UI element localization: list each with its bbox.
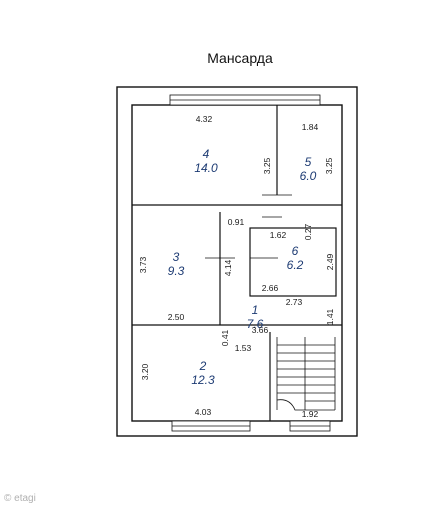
window-bottom-right bbox=[289, 420, 331, 432]
dim-2-73: 2.73 bbox=[286, 297, 303, 307]
room-6-area: 6.2 bbox=[287, 258, 304, 272]
dim-0-91: 0.91 bbox=[228, 217, 245, 227]
dim-stairs-width: 1.92 bbox=[302, 409, 319, 419]
room-2-area: 12.3 bbox=[191, 373, 215, 387]
dim-0-41: 0.41 bbox=[220, 329, 230, 346]
room-5-number: 5 bbox=[305, 155, 312, 169]
outer-wall-outline bbox=[116, 86, 358, 437]
dim-0-27: 0.27 bbox=[303, 223, 313, 240]
room-1-area: 7.6 bbox=[247, 317, 264, 331]
dim-room6-top: 1.62 bbox=[270, 230, 287, 240]
dim-room5-width: 1.84 bbox=[302, 122, 319, 132]
interior-walls bbox=[132, 105, 342, 421]
dim-room2-height: 3.20 bbox=[140, 363, 150, 380]
dimension-labels: 4.32 1.84 3.25 3.25 0.91 1.62 0.27 3.73 … bbox=[138, 114, 335, 419]
room-2-number: 2 bbox=[199, 359, 207, 373]
dim-3-66: 3.66 bbox=[252, 325, 269, 335]
dim-room1-height: 4.14 bbox=[223, 259, 233, 276]
dim-room4-width: 4.32 bbox=[196, 114, 213, 124]
room-3-area: 9.3 bbox=[168, 264, 185, 278]
room-3-number: 3 bbox=[173, 250, 180, 264]
inner-wall-outline bbox=[131, 104, 343, 422]
outer-walls bbox=[116, 86, 358, 437]
room-6-number: 6 bbox=[292, 244, 299, 258]
plan-title: Мансарда bbox=[207, 50, 273, 66]
room-4-number: 4 bbox=[203, 147, 210, 161]
dim-room2-width: 4.03 bbox=[195, 407, 212, 417]
dimension-ticks bbox=[205, 194, 292, 259]
dim-room6-height: 2.49 bbox=[325, 253, 335, 270]
room-4-area: 14.0 bbox=[194, 161, 218, 175]
window-bottom-left bbox=[171, 420, 251, 432]
windows bbox=[169, 94, 331, 432]
watermark-logo: © etagi bbox=[4, 493, 36, 504]
window-top bbox=[169, 94, 321, 106]
staircase bbox=[276, 337, 336, 411]
dim-room6-bottom: 2.66 bbox=[262, 283, 279, 293]
dim-room5-height: 3.25 bbox=[324, 157, 334, 174]
dim-room3-bottom: 2.50 bbox=[168, 312, 185, 322]
dim-1-53: 1.53 bbox=[235, 343, 252, 353]
room-5-area: 6.0 bbox=[300, 169, 317, 183]
room-labels: 4 14.0 5 6.0 3 9.3 6 6.2 1 7.6 2 12.3 bbox=[168, 147, 317, 387]
dim-room3-height: 3.73 bbox=[138, 256, 148, 273]
dim-1-41: 1.41 bbox=[325, 308, 335, 325]
room-1-number: 1 bbox=[252, 303, 259, 317]
dim-room4-height: 3.25 bbox=[262, 157, 272, 174]
room6-walls bbox=[249, 227, 337, 297]
